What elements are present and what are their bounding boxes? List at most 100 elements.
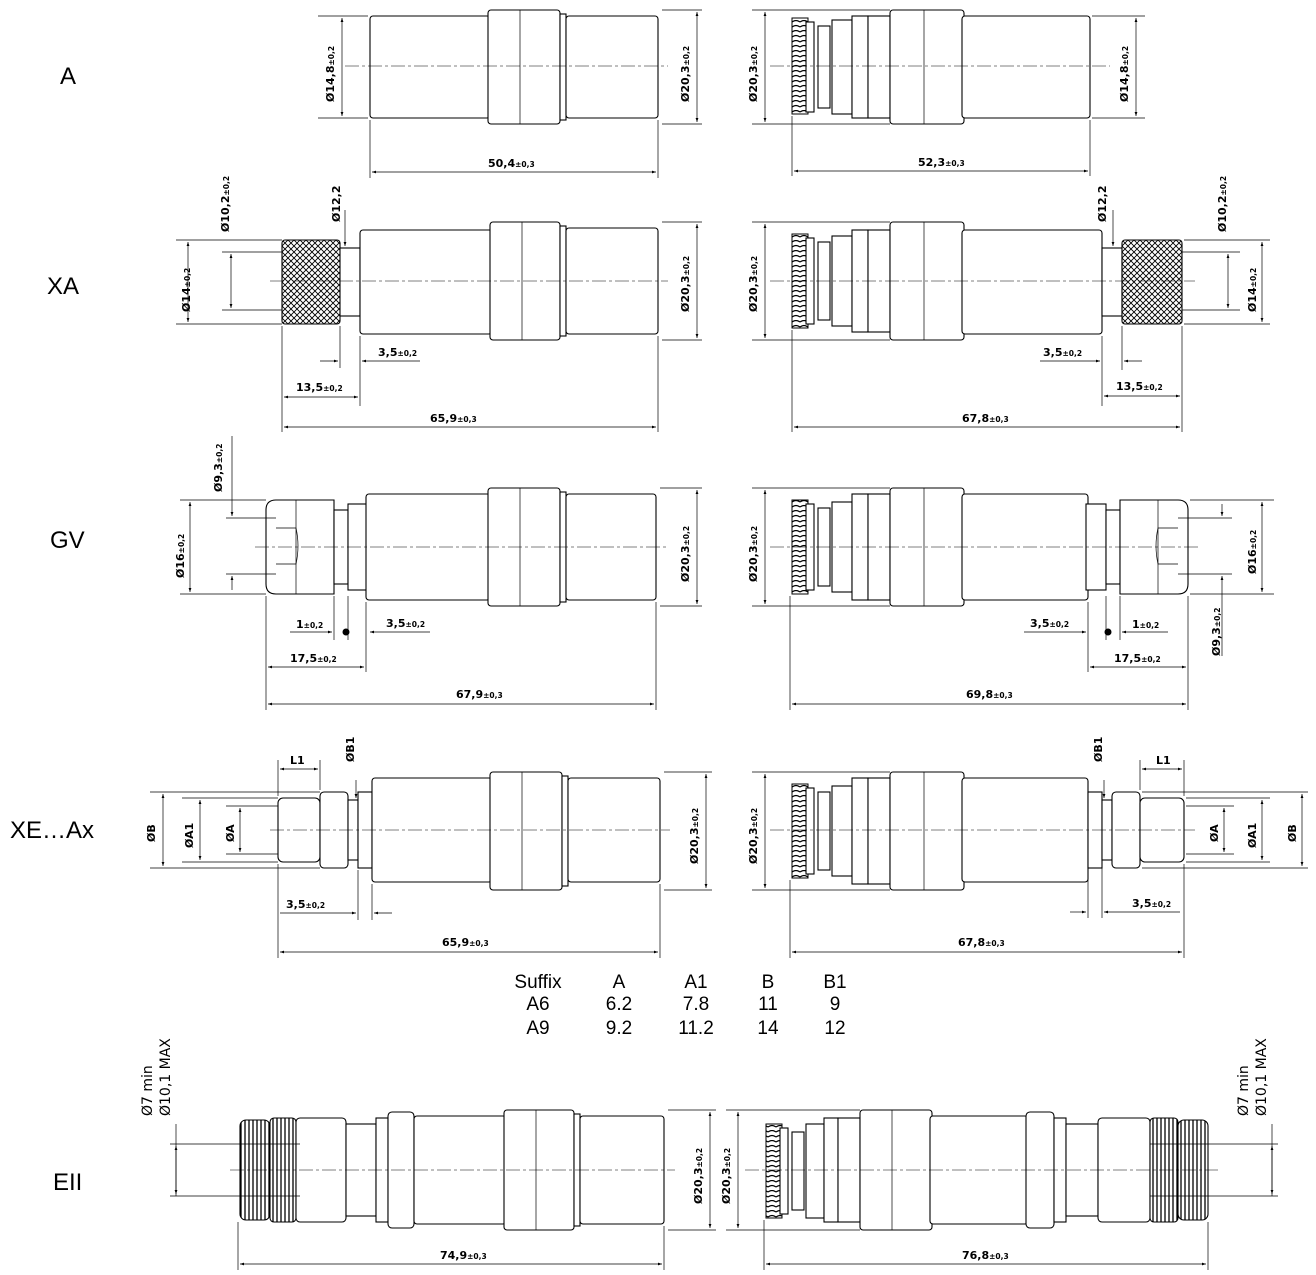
connector-a-jack [770, 9, 1110, 125]
xe-ax-jack-gap-dim: 3,5±0,2 [1132, 897, 1171, 910]
xa-plug-overall-dim: 65,9±0,3 [430, 412, 477, 425]
xe-ax-jack-dia-b1: ØB1 [1092, 737, 1105, 762]
gv-jack-overall-dim: 69,8±0,3 [966, 688, 1013, 701]
gv-jack-dia-body: Ø20,3±0,2 [747, 526, 760, 582]
row-label-xe-ax: XE…Ax [10, 817, 94, 844]
connector-gv-plug [255, 487, 668, 607]
suffix-table-cell: 9.2 [606, 1018, 632, 1039]
xa-plug-dia-body: Ø20,3±0,2 [679, 256, 692, 312]
row-label-eii: EII [53, 1169, 82, 1196]
dimensions-xa-jack: Ø20,3±0,2 Ø12,2 Ø10,2±0,2 Ø14±0,2 3,5±0,… [747, 176, 1270, 432]
gv-jack-dia-inner: Ø9,3±0,2 [1210, 608, 1223, 656]
gv-jack-datum-dot [1104, 628, 1112, 636]
xa-plug-gap-dim: 3,5±0,2 [378, 346, 417, 359]
row-label-xa: XA [47, 273, 79, 300]
gv-jack-gap-dim: 3,5±0,2 [1030, 617, 1069, 630]
a-jack-dia-small: Ø14,8±0,2 [1118, 46, 1131, 102]
suffix-table-cell: 9 [830, 994, 841, 1015]
suffix-table-header-a1: A1 [684, 972, 707, 993]
gv-plug-dia-outer: Ø16±0,2 [174, 534, 187, 578]
connector-xe-ax-jack [770, 771, 1195, 891]
eii-jack-cable-min: Ø7 min [1236, 1065, 1252, 1116]
connector-eii-plug [230, 1109, 675, 1231]
connector-gv-jack [770, 487, 1200, 607]
gv-plug-dia-body: Ø20,3±0,2 [679, 526, 692, 582]
eii-jack-overall-dim: 76,8±0,3 [962, 1249, 1009, 1262]
eii-jack-cable-max: Ø10,1 MAX [1254, 1038, 1270, 1116]
xe-ax-plug-gap-dim: 3,5±0,2 [286, 898, 325, 911]
xa-plug-dia-neck: Ø12,2 [330, 186, 343, 223]
eii-plug-cable-min: Ø7 min [140, 1065, 156, 1116]
suffix-table: Suffix A A1 B B1 A6 6.2 7.8 11 9 A9 9.2 … [514, 972, 846, 1039]
dimensions-xe-ax-jack: Ø20,3±0,2 ØB1 L1 ØA ØA1 ØB 3,5±0,2 67,8±… [747, 737, 1308, 958]
gv-plug-datum-dot [342, 628, 350, 636]
xe-ax-plug-dia-b1: ØB1 [344, 737, 357, 762]
a-jack-overall-dim: 52,3±0,3 [918, 156, 965, 169]
xe-ax-jack-dia-b: ØB [1286, 824, 1299, 842]
connector-xe-ax-plug [270, 771, 670, 891]
xa-plug-dia-inner: Ø10,2±0,2 [219, 176, 232, 232]
connector-a-plug [345, 9, 668, 125]
gv-plug-nut-dim: 17,5±0,2 [290, 652, 337, 665]
xe-ax-plug-overall-dim: 65,9±0,3 [442, 936, 489, 949]
xe-ax-jack-dia-body: Ø20,3±0,2 [747, 808, 760, 864]
dimensions-xa-plug: Ø14±0,2 Ø10,2±0,2 Ø12,2 Ø20,3±0,2 3,5±0,… [176, 176, 702, 432]
suffix-table-cell: A9 [526, 1018, 549, 1039]
suffix-table-header-b1: B1 [823, 972, 846, 993]
gv-plug-gap-dim: 3,5±0,2 [386, 617, 425, 630]
eii-jack-dia-body: Ø20,3±0,2 [720, 1148, 733, 1204]
xe-ax-plug-l1: L1 [290, 754, 305, 767]
suffix-table-cell: 11.2 [678, 1018, 714, 1039]
xa-jack-gap-dim: 3,5±0,2 [1043, 346, 1082, 359]
dimensions-xe-ax-plug: ØB ØA1 ØA L1 ØB1 Ø20,3±0,2 3,5±0,2 65,9±… [145, 737, 712, 958]
a-jack-dia-body: Ø20,3±0,2 [747, 46, 760, 102]
xa-jack-dia-body: Ø20,3±0,2 [747, 256, 760, 312]
xa-jack-dia-inner: Ø10,2±0,2 [1216, 176, 1229, 232]
a-plug-overall-dim: 50,4±0,3 [488, 157, 535, 170]
gv-plug-dia-inner: Ø9,3±0,2 [212, 444, 225, 492]
dimensions-a-jack: Ø20,3±0,2 Ø14,8±0,2 52,3±0,3 [747, 9, 1145, 176]
suffix-table-cell: 12 [824, 1018, 845, 1039]
gv-plug-overall-dim: 67,9±0,3 [456, 688, 503, 701]
a-plug-dia-small: Ø14,8±0,2 [324, 46, 337, 102]
connector-xa-plug [270, 221, 668, 341]
suffix-table-header-a: A [613, 972, 626, 993]
xe-ax-plug-dia-body: Ø20,3±0,2 [688, 808, 701, 864]
dimensions-eii-plug: Ø7 min Ø10,1 MAX Ø20,3±0,2 74,9±0,3 [140, 1038, 716, 1270]
xe-ax-jack-dia-a1: ØA1 [1246, 823, 1259, 848]
eii-plug-overall-dim: 74,9±0,3 [440, 1249, 487, 1262]
xa-jack-dia-neck: Ø12,2 [1096, 186, 1109, 223]
xa-jack-knurl-dim: 13,5±0,2 [1116, 380, 1163, 393]
eii-plug-cable-max: Ø10,1 MAX [158, 1038, 174, 1116]
a-plug-dia-body: Ø20,3±0,2 [679, 46, 692, 102]
gv-jack-dia-outer: Ø16±0,2 [1246, 530, 1259, 574]
suffix-table-header-b: B [762, 972, 775, 993]
connector-xa-jack [770, 221, 1195, 341]
dimensions-gv-plug: Ø16±0,2 Ø9,3±0,2 Ø20,3±0,2 1±0,2 3,5±0,2… [174, 436, 702, 710]
xe-ax-jack-overall-dim: 67,8±0,3 [958, 936, 1005, 949]
xa-plug-dia-outer: Ø14±0,2 [180, 268, 193, 312]
suffix-table-cell: 6.2 [606, 994, 632, 1015]
xe-ax-jack-dia-a: ØA [1208, 824, 1221, 842]
suffix-table-cell: A6 [526, 994, 549, 1015]
suffix-table-cell: 11 [758, 994, 778, 1015]
dimensions-gv-jack: Ø20,3±0,2 Ø16±0,2 Ø9,3±0,2 3,5±0,2 1±0,2… [747, 487, 1274, 710]
gv-jack-nut-dim: 17,5±0,2 [1114, 652, 1161, 665]
xa-plug-knurl-dim: 13,5±0,2 [296, 381, 343, 394]
row-label-a: A [60, 63, 76, 90]
xe-ax-plug-dia-a1: ØA1 [183, 823, 196, 848]
suffix-table-header-suffix: Suffix [514, 972, 562, 993]
xe-ax-plug-dia-b: ØB [145, 824, 158, 842]
xa-jack-dia-outer: Ø14±0,2 [1246, 268, 1259, 312]
dimensions-eii-jack: Ø20,3±0,2 Ø7 min Ø10,1 MAX 76,8±0,3 [720, 1038, 1278, 1270]
eii-plug-dia-body: Ø20,3±0,2 [692, 1148, 705, 1204]
suffix-table-cell: 7.8 [683, 994, 709, 1015]
dimensions-a-plug: Ø14,8±0,2 Ø20,3±0,2 50,4±0,3 [318, 9, 702, 178]
xe-ax-plug-dia-a: ØA [224, 824, 237, 842]
xa-jack-overall-dim: 67,8±0,3 [962, 412, 1009, 425]
row-label-gv: GV [50, 527, 85, 554]
gv-plug-ring-dim: 1±0,2 [296, 618, 323, 631]
gv-jack-ring-dim: 1±0,2 [1132, 618, 1159, 631]
xe-ax-jack-l1: L1 [1156, 754, 1171, 767]
